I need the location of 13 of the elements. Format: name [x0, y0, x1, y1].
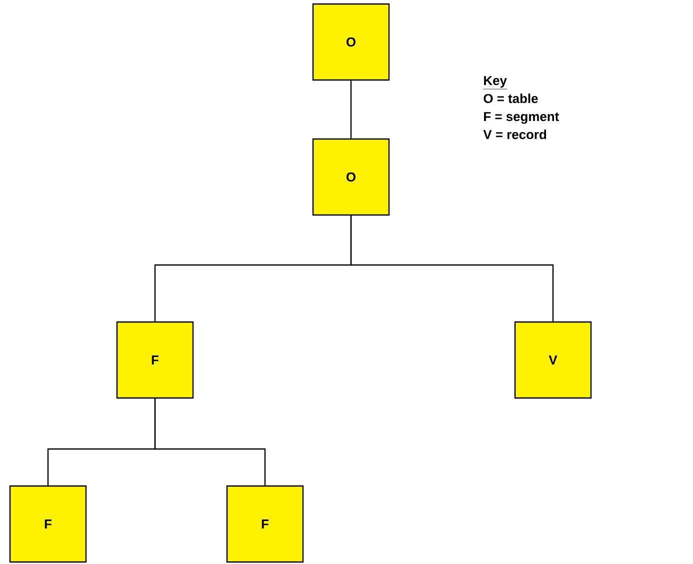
- connector-line: [350, 216, 554, 322]
- node-box: O: [312, 138, 390, 216]
- key-heading: Key: [483, 76, 508, 90]
- connector-line: [350, 80, 352, 138]
- key-entry: F = segment: [484, 112, 559, 124]
- node-box: V: [514, 321, 592, 399]
- node-box: O: [312, 3, 390, 81]
- node-box: F: [9, 485, 87, 563]
- node-box: F: [116, 321, 194, 399]
- connector-line: [154, 398, 266, 486]
- key-entry: V = record: [483, 130, 546, 140]
- key-entry: O = table: [484, 94, 538, 104]
- node-box: F: [226, 485, 304, 563]
